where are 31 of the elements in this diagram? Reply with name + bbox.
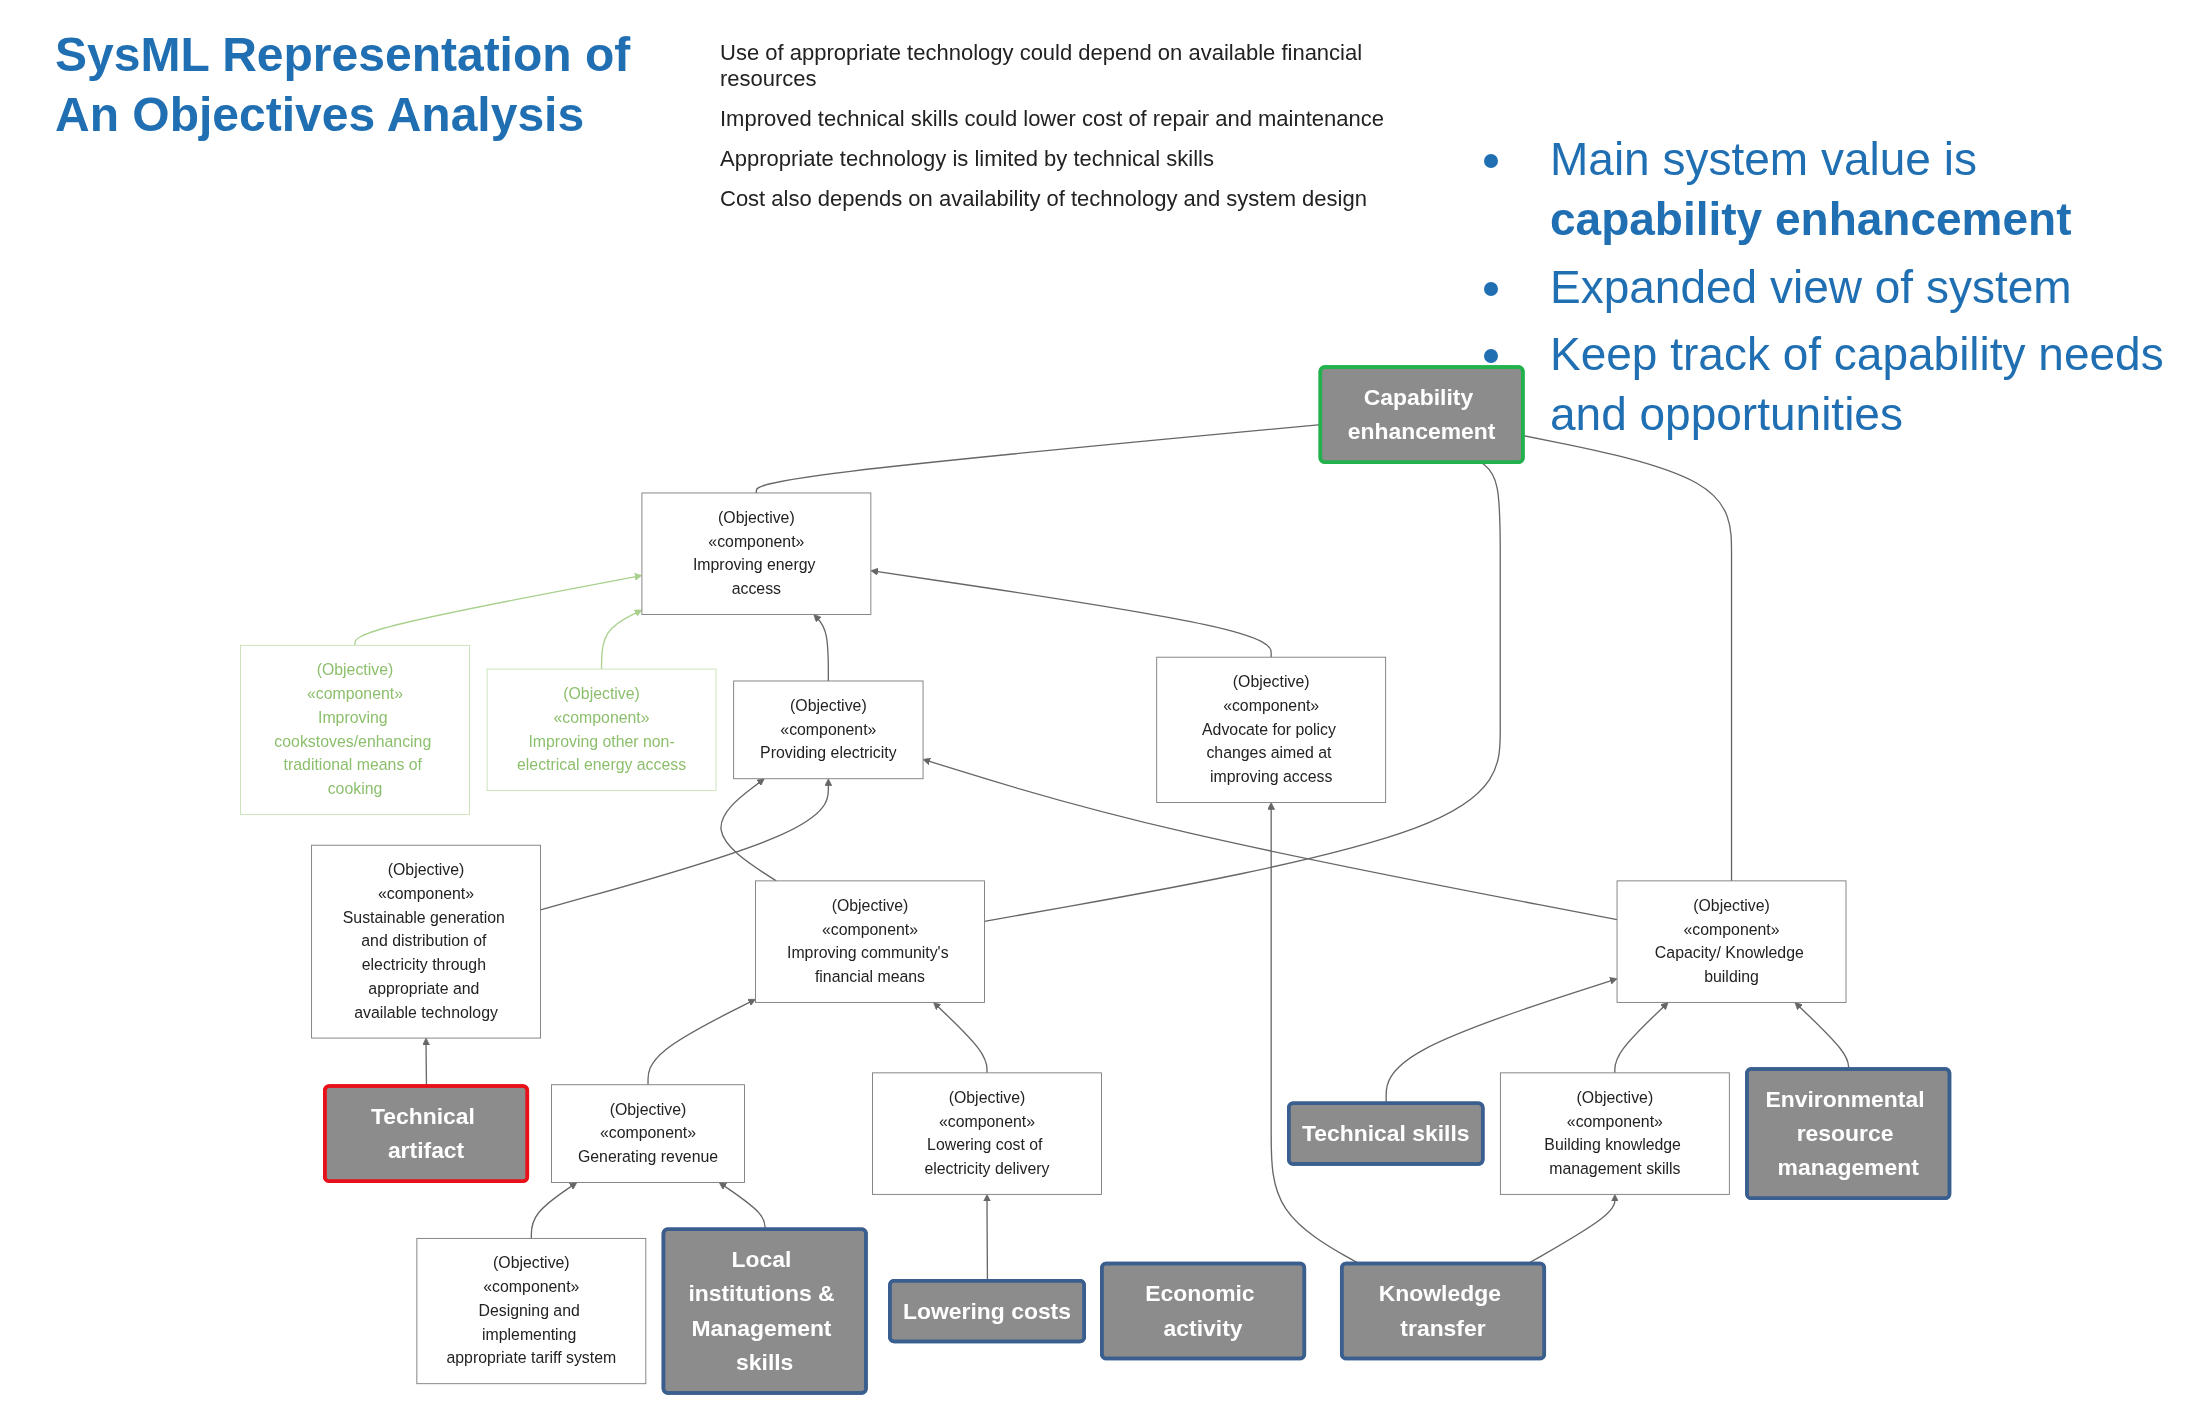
node-box: (Objective) «component» Advocate for policy changes aimed at improving access — [1156, 656, 1387, 803]
node-box: (Objective) «component» Improving cookstoves/enhancing traditional means of cooking — [240, 644, 470, 815]
arrow — [720, 778, 777, 882]
node-box: (Objective) «component» Improving community's financial means — [755, 880, 985, 1003]
node-box: (Objective) «component» Lowering cost of electricity delivery — [872, 1072, 1102, 1195]
dependency-note: Cost also depends on availability of technology and system design — [720, 186, 1368, 212]
arrow — [647, 998, 756, 1086]
node-box: (Objective) «component» Capacity/ Knowledge building — [1616, 880, 1847, 1003]
dependency-note: Improved technical skills could lower cost of repair and maintenance — [720, 106, 1385, 132]
arrow — [870, 567, 1272, 658]
bullet-text: Keep track of capability needs and opportunities — [1550, 328, 2164, 441]
arrow — [539, 778, 833, 911]
title: SysML Representation of An Objectives Analysis — [55, 27, 632, 143]
arrow — [933, 1002, 988, 1074]
bullet-text: Main system value is capability enhancement — [1550, 133, 2072, 245]
node-box: (Objective) «component» Generating revenue — [551, 1084, 745, 1183]
node-box: (Objective) «component» Improving other non-electrical energy access — [486, 668, 717, 792]
node-box: (Objective) «component» Building knowledge management skills — [1499, 1072, 1730, 1195]
node-box: (Objective) «component» Providing electricity — [733, 680, 924, 780]
bullet-text: Expanded view of system — [1550, 260, 2072, 313]
arrow — [1614, 1002, 1669, 1074]
node-box: (Objective) «component» Improving energy access — [641, 492, 872, 615]
arrow — [354, 572, 643, 646]
arrow — [922, 757, 1618, 921]
node-box: (Objective) «component» Designing and implementing appropriate tariff system — [416, 1237, 647, 1385]
arrow — [813, 614, 829, 682]
node-box: (Objective) «component» Sustainable generation and distribution of electricity through appropriate and available technology — [311, 844, 541, 1039]
dependency-note: Appropriate technology is limited by technical skills — [720, 146, 1215, 172]
arrow — [530, 1182, 578, 1240]
arrow — [600, 609, 643, 670]
dependency-note: Use of appropriate technology could depend on available financial resources — [720, 40, 1364, 92]
